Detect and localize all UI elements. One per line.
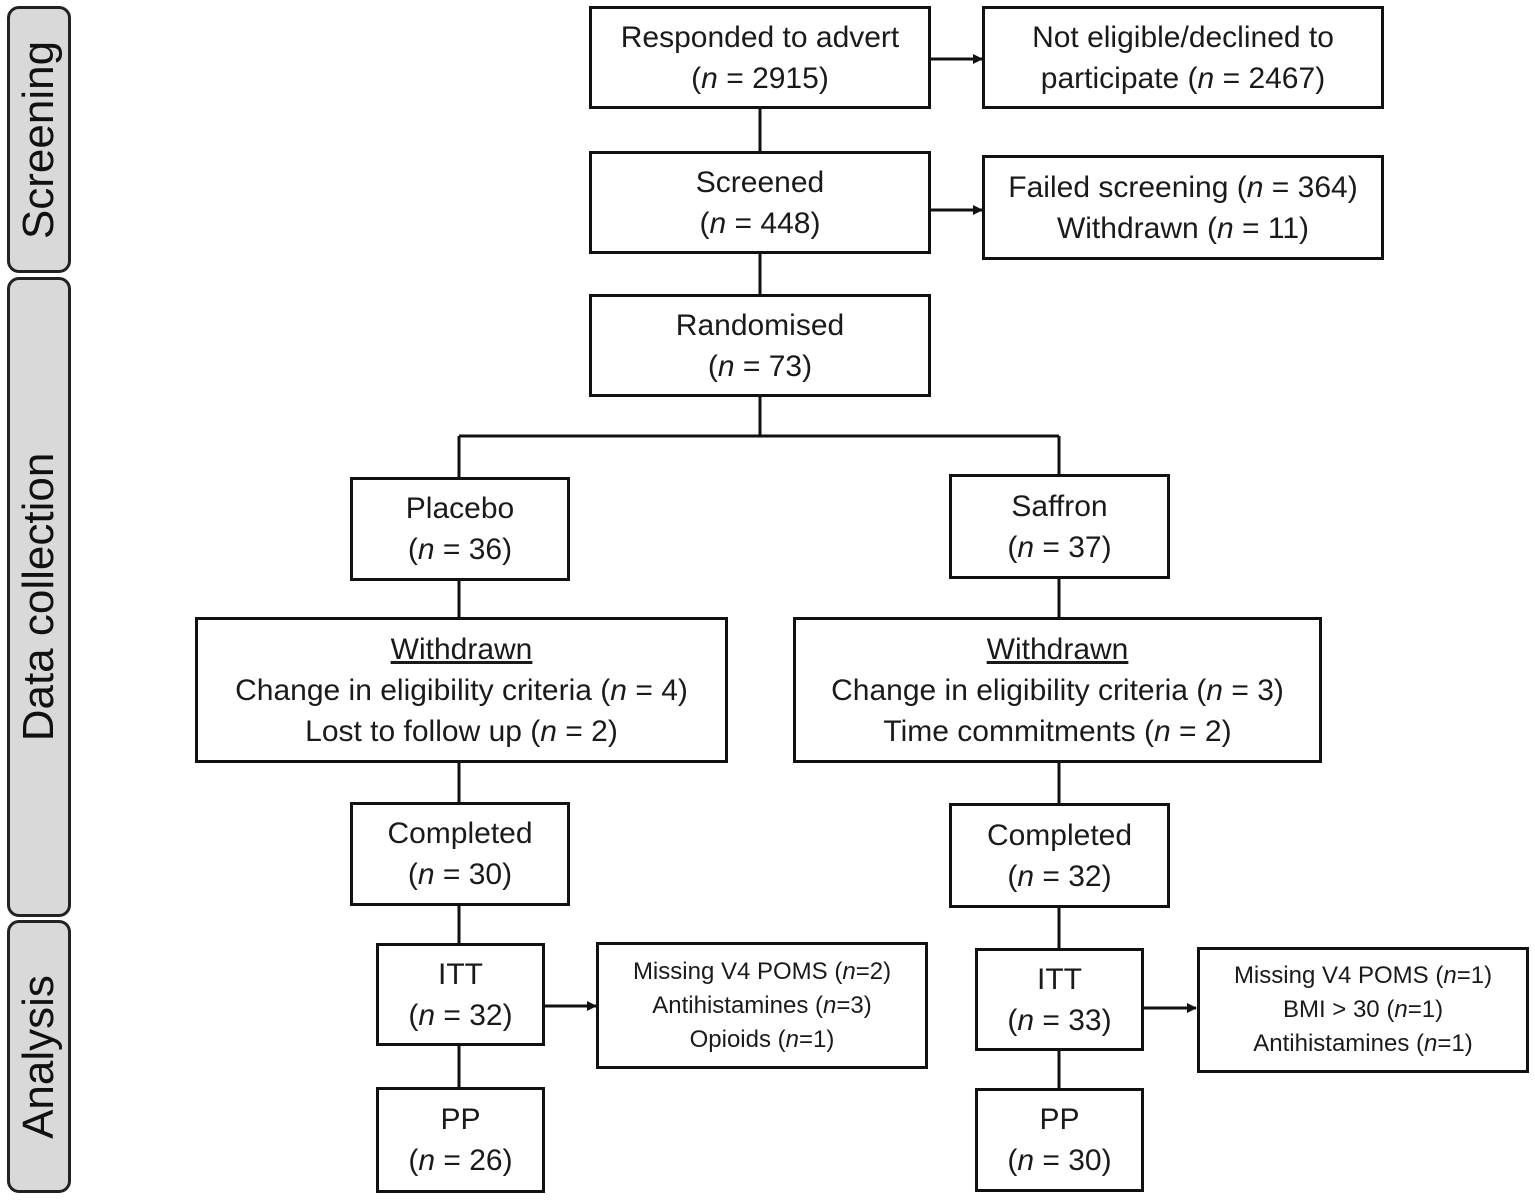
count: 3 xyxy=(850,991,864,1019)
saffron-excluded-box: Missing V4 POMS (n=1) BMI > 30 (n=1) Ant… xyxy=(1197,947,1529,1073)
box-label: Placebo xyxy=(405,492,515,525)
count: 37 xyxy=(1068,530,1102,564)
count: 11 xyxy=(1267,211,1300,245)
count: 448 xyxy=(760,206,811,240)
box-label: ITT xyxy=(1037,962,1082,996)
count: 1 xyxy=(1421,996,1436,1023)
placebo-pp-box: PP (n = 26) xyxy=(376,1087,545,1193)
box-label: ITT xyxy=(438,957,483,991)
phase-tab-analysis: Analysis xyxy=(7,920,71,1193)
count: 2467 xyxy=(1248,61,1316,95)
box-label: Not eligible/declined to xyxy=(1032,20,1334,54)
count: 73 xyxy=(768,349,803,383)
count: 2 xyxy=(1204,714,1222,748)
placebo-excluded-box: Missing V4 POMS (n=2) Antihistamines (n=… xyxy=(596,942,928,1069)
saffron-pp-box: PP (n = 30) xyxy=(975,1088,1144,1192)
randomised-box: Randomised (n = 73) xyxy=(589,294,931,397)
box-label: Screened xyxy=(695,165,825,199)
count: 2 xyxy=(869,957,884,985)
placebo-completed-box: Completed (n = 30) xyxy=(350,802,570,906)
count: 2 xyxy=(591,714,608,748)
screened-box: Screened (n = 448) xyxy=(589,151,931,254)
responded-box: Responded to advert (n = 2915) xyxy=(589,6,931,109)
box-heading: Withdrawn xyxy=(986,632,1129,666)
count: 1 xyxy=(1470,962,1485,989)
count: 36 xyxy=(468,533,503,566)
box-label: Responded to advert xyxy=(620,20,900,54)
box-label: Saffron xyxy=(1011,489,1108,523)
placebo-box: Placebo (n = 36) xyxy=(350,477,570,581)
box-label: PP xyxy=(1039,1103,1080,1136)
saffron-itt-box: ITT (n = 33) xyxy=(975,948,1144,1051)
phase-tab-screening: Screening xyxy=(7,6,71,273)
box-label: Randomised xyxy=(675,308,845,342)
box-heading: Withdrawn xyxy=(390,632,533,666)
placebo-itt-box: ITT (n = 32) xyxy=(376,943,545,1046)
failed-screening-box: Failed screening (n = 364) Withdrawn (n … xyxy=(982,155,1384,260)
count: 30 xyxy=(468,858,503,891)
count: 32 xyxy=(1068,859,1102,893)
saffron-withdrawn-box: Withdrawn Change in eligibility criteria… xyxy=(793,617,1322,763)
count: 32 xyxy=(469,998,503,1032)
box-label: PP xyxy=(440,1103,481,1136)
saffron-completed-box: Completed (n = 32) xyxy=(949,803,1170,908)
count: 2915 xyxy=(752,61,819,95)
not-eligible-box: Not eligible/declined to participate (n … xyxy=(982,6,1384,109)
box-label: Completed xyxy=(986,818,1133,852)
count: 3 xyxy=(1257,673,1274,707)
count: 1 xyxy=(813,1025,827,1053)
count: 33 xyxy=(1068,1003,1102,1037)
count: 1 xyxy=(1451,1030,1465,1057)
box-label: Completed xyxy=(387,817,533,850)
phase-tab-data-collection: Data collection xyxy=(7,277,71,917)
placebo-withdrawn-box: Withdrawn Change in eligibility criteria… xyxy=(195,617,728,763)
count: 26 xyxy=(469,1144,503,1177)
count: 364 xyxy=(1297,170,1348,204)
count: 30 xyxy=(1068,1144,1102,1177)
count: 4 xyxy=(661,673,678,707)
saffron-box: Saffron (n = 37) xyxy=(949,474,1170,579)
